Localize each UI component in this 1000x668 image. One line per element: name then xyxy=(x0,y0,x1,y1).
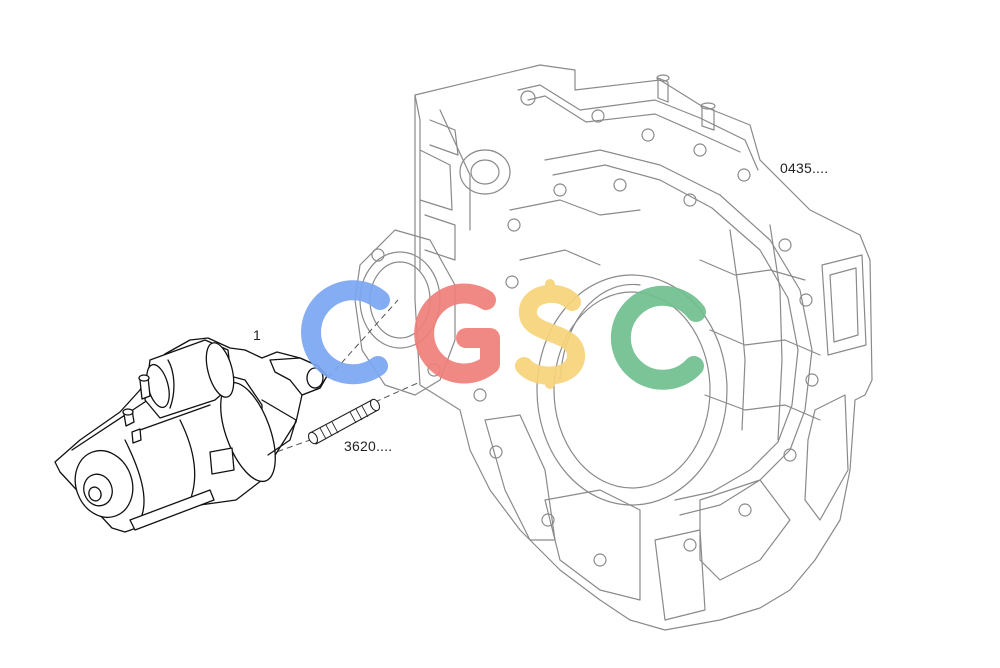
callout-stud[interactable]: 3620.... xyxy=(344,438,393,454)
watermark-cgsc xyxy=(301,279,706,390)
callout-flywheel-housing[interactable]: 0435.... xyxy=(780,160,829,176)
watermark-letter-c1 xyxy=(301,280,390,385)
stud[interactable] xyxy=(307,398,382,445)
callout-starter-motor[interactable]: 1 xyxy=(253,327,261,343)
watermark-letter-c2 xyxy=(610,285,706,390)
assembly-guide-lines xyxy=(267,299,421,456)
watermark-letter-g xyxy=(414,283,500,384)
starter-motor[interactable] xyxy=(54,337,328,533)
flywheel-housing[interactable] xyxy=(354,64,873,631)
watermark-letter-s xyxy=(515,285,585,385)
